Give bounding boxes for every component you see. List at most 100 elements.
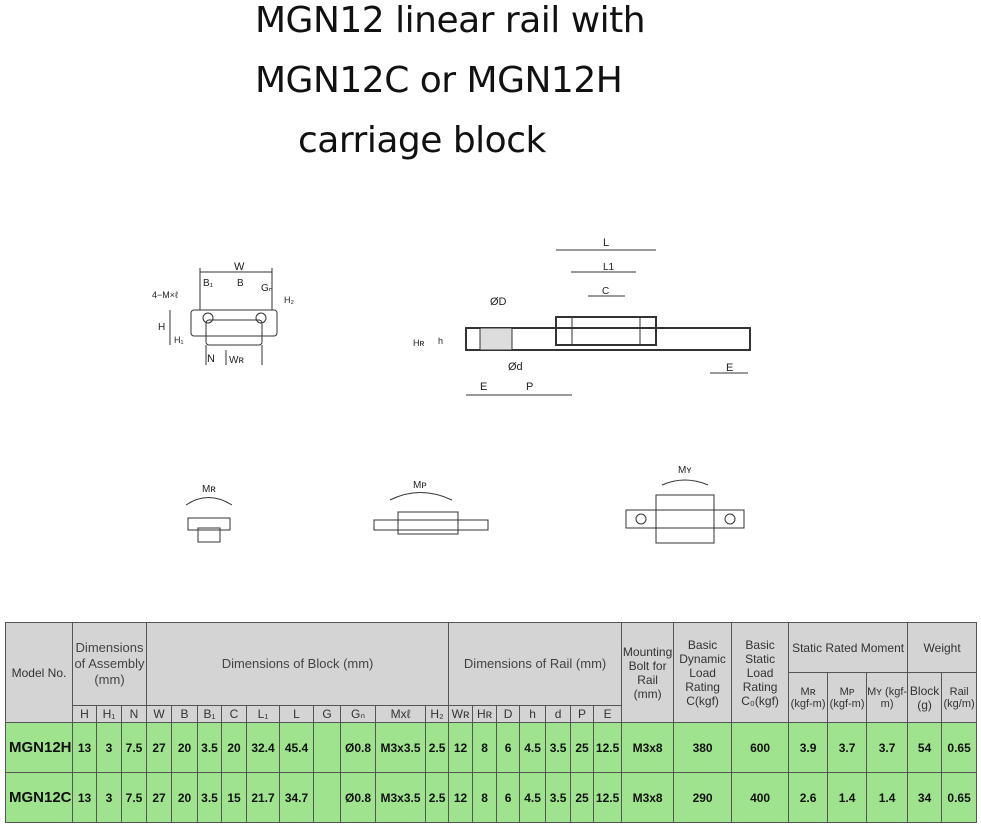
value-cell: 3.5 [197,772,223,823]
subheader-cell: d [545,705,572,723]
label-H1: H₁ [174,335,184,345]
label-H: H [158,322,165,333]
label-E: E [480,381,487,393]
label-od: Ød [508,361,523,373]
header-mp: Mᴘ (kgf-m) [827,672,868,723]
value-cell: M3x3.5 [375,722,427,773]
value-cell: 32.4 [246,722,281,773]
value-cell: 21.7 [246,772,281,823]
subheader-cell: B [171,705,199,723]
subheader-cell: Wʀ [448,705,474,723]
value-cell: 12.5 [593,722,623,773]
subheader-cell: C [221,705,248,723]
label-H2: H₂ [284,295,294,305]
value-cell: Ø0.8 [340,772,377,823]
value-cell: 27 [146,722,173,773]
value-cell: 0.65 [941,772,978,823]
label-C: C [602,286,609,297]
value-cell: 12 [448,722,474,773]
model-cell: MGN12C [5,772,73,823]
model-cell: MGN12H [5,722,73,773]
value-cell: 20 [171,722,199,773]
subheader-cell: E [593,705,623,723]
label-Mp: Mᴘ [413,480,427,491]
value-cell: 3.5 [545,722,572,773]
value-cell: 4.5 [519,722,547,773]
value-cell: 20 [171,772,199,823]
title-line-3: carriage block [298,120,546,161]
value-cell: 13 [72,772,97,823]
subheader-cell: B₁ [197,705,223,723]
title-line-1: MGN12 linear rail with [255,0,646,41]
value-cell: 2.6 [788,772,829,823]
subheader-cell: Mxℓ [375,705,427,723]
value-cell: M3x8 [621,772,675,823]
value-cell: 15 [221,772,248,823]
value-cell: 12 [448,772,474,823]
value-cell: 8 [472,722,498,773]
subheader-cell: H [72,705,97,723]
value-cell: 1.4 [866,772,909,823]
header-model: Model No. [5,622,73,723]
subheader-cell: L [279,705,315,723]
subheader-cell: G [313,705,342,723]
value-cell: 34 [907,772,943,823]
subheader-cell: Hʀ [472,705,498,723]
value-cell: 34.7 [279,772,315,823]
label-L1: L1 [603,262,615,273]
value-cell: 2.5 [425,722,450,773]
value-cell: 380 [673,722,733,773]
moment-mp-drawing: Mᴘ [373,480,489,535]
label-E-right: E [726,362,733,374]
moment-mr-drawing: Mʀ [185,484,233,543]
end-view-drawing: W B₁ B Gₙ 4−M×ℓ H₂ H H₁ N Wʀ [152,261,294,366]
header-mr: Mʀ (kgf-m) [788,672,829,723]
label-B: B [237,278,244,289]
moment-my-drawing: Mʏ [625,465,745,544]
value-cell: Ø0.8 [340,722,377,773]
header-rail-weight: Rail (kg/m) [941,672,978,723]
label-WR: Wʀ [229,355,244,366]
value-cell: M3x8 [621,722,675,773]
value-cell: 25 [570,722,595,773]
value-cell: 3 [96,722,122,773]
value-cell: M3x3.5 [375,772,427,823]
header-static: Basic Static Load Rating C₀(kgf) [731,622,790,723]
header-block-weight: Block (g) [907,672,943,723]
label-Mxl: 4−M×ℓ [152,290,179,300]
label-P: P [526,381,533,393]
subheader-cell: Gₙ [340,705,377,723]
subheader-cell: N [120,705,148,723]
header-assembly: Dimensions of Assembly (mm) [71,622,148,706]
value-cell: 3 [96,772,122,823]
title-line-2: MGN12C or MGN12H [255,60,623,101]
label-L: L [603,237,609,249]
subheader-cell: W [146,705,173,723]
value-cell: 45.4 [279,722,315,773]
value-cell: 600 [731,722,790,773]
side-view-drawing: L L1 C ØD h Hʀ Ød E P E [413,237,751,396]
value-cell: 290 [673,772,733,823]
label-OD: ØD [490,296,507,308]
value-cell: 3.7 [866,722,909,773]
value-cell: 7.5 [120,722,148,773]
value-cell: 25 [570,772,595,823]
subheader-cell: P [570,705,595,723]
label-HR: Hʀ [413,338,424,348]
label-My: Mʏ [678,465,692,476]
value-cell: 6 [496,772,521,823]
value-cell: 54 [907,722,943,773]
subheader-cell: H₂ [425,705,450,723]
header-moment: Static Rated Moment [788,622,909,673]
value-cell: 3.7 [827,722,868,773]
label-Mr: Mʀ [202,484,216,495]
value-cell: 3.9 [788,722,829,773]
value-cell: 27 [146,772,173,823]
label-W: W [234,261,245,273]
specification-table: Model No. Dimensions of Assembly (mm) Di… [5,622,978,823]
value-cell: 1.4 [827,772,868,823]
subheader-cell: H₁ [96,705,122,723]
value-cell: 0.65 [941,722,978,773]
